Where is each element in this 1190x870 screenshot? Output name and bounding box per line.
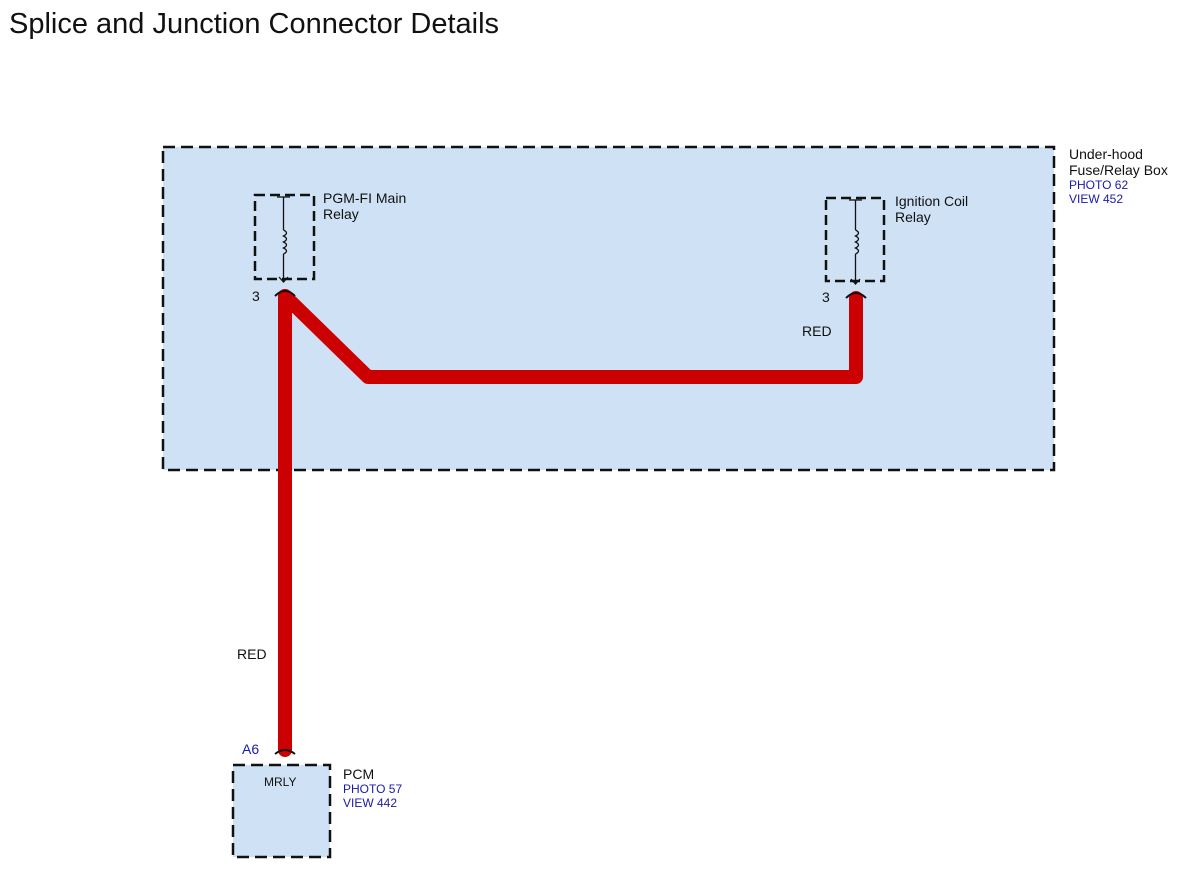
relay-coil-icon xyxy=(849,199,862,285)
ignition-relay-name-line2: Relay xyxy=(895,209,931,225)
main-relay-name-line1: PGM-FI Main xyxy=(323,190,406,206)
pcm-box[interactable] xyxy=(231,763,332,859)
pcm-view-link[interactable]: VIEW 442 xyxy=(343,796,397,810)
wire-color-label-ignition: RED xyxy=(802,323,832,339)
fuse-box-name-line1: Under-hood xyxy=(1069,146,1143,162)
fuse-box-name-line2: Fuse/Relay Box xyxy=(1069,162,1168,178)
pcm-photo-link[interactable]: PHOTO 57 xyxy=(343,782,402,796)
pcm-terminal: MRLY xyxy=(264,775,296,789)
ignition-relay-pin: 3 xyxy=(822,289,830,305)
wire-red-splice[interactable] xyxy=(278,289,863,757)
relay-coil-icon xyxy=(277,196,290,283)
page-title: Splice and Junction Connector Details xyxy=(9,8,500,40)
wire-color-label-pcm: RED xyxy=(237,646,267,662)
pcm-pin: A6 xyxy=(242,741,259,757)
wire-red-main-to-ignition xyxy=(278,289,863,384)
fuse-box-view-link[interactable]: VIEW 452 xyxy=(1069,192,1123,206)
fuse-relay-box[interactable] xyxy=(161,145,1056,472)
ignition-relay-name-line1: Ignition Coil xyxy=(895,193,968,209)
pcm-name: PCM xyxy=(343,766,374,782)
pgm-fi-main-relay[interactable] xyxy=(253,193,316,283)
ignition-coil-relay[interactable] xyxy=(824,196,886,285)
main-relay-pin: 3 xyxy=(252,288,260,304)
connector-cap-icon xyxy=(274,290,867,755)
main-relay-name-line2: Relay xyxy=(323,206,359,222)
fuse-box-photo-link[interactable]: PHOTO 62 xyxy=(1069,178,1128,192)
